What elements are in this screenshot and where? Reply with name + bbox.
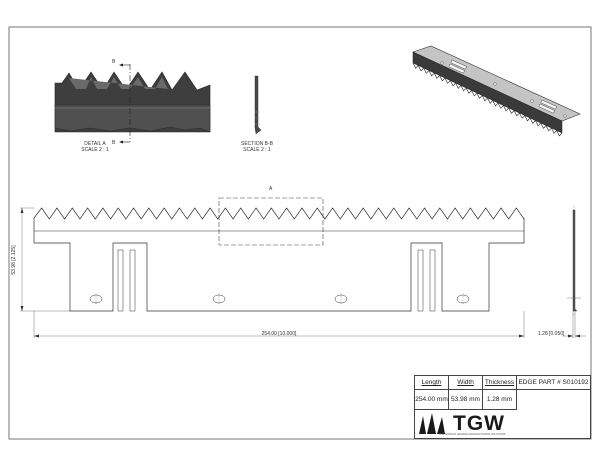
detail-teeth-highlight	[69, 77, 168, 89]
mounting-hole-3	[334, 293, 348, 305]
section-profile	[254, 75, 262, 135]
width-header: Width	[449, 376, 483, 390]
iso-teeth	[412, 62, 563, 137]
height-dimension-label: 53.98 [2.125]	[11, 245, 17, 275]
side-profile	[572, 209, 578, 312]
width-value: 53.98 mm	[449, 390, 483, 410]
detail-ref-label: A	[269, 186, 273, 192]
length-value: 254.00 mm	[415, 390, 449, 410]
thickness-header: Thickness	[483, 376, 517, 390]
section-title: SECTION B-B	[241, 141, 273, 147]
length-dimension-label: 254.00 [10.000]	[261, 331, 297, 337]
section-marker-top: B	[112, 59, 116, 65]
main-teeth-edge	[33, 207, 525, 221]
side-view	[567, 205, 581, 316]
slot-right-2	[429, 249, 436, 312]
detail-scale: SCALE 2 : 1	[81, 147, 109, 153]
part-number-label: EDGE PART # S010192	[517, 376, 590, 390]
detail-a-boundary	[218, 197, 324, 246]
logo-text: TGW	[453, 412, 505, 435]
detail-a-view	[54, 63, 211, 144]
dimension-height	[20, 207, 70, 312]
section-b-b-view	[254, 75, 262, 135]
blade-lower-profile	[33, 218, 525, 312]
section-arrowhead-bottom	[119, 140, 123, 144]
drawing-frame	[8, 26, 592, 440]
section-arrowhead-top	[119, 63, 123, 67]
mounting-hole-4	[456, 293, 470, 305]
iso-slot-right-2	[538, 103, 555, 114]
iso-hole-2	[493, 82, 497, 86]
iso-hole-4	[563, 114, 567, 118]
iso-front-face	[412, 51, 563, 134]
mounting-hole-1	[89, 293, 103, 305]
iso-hole-3	[530, 99, 534, 103]
iso-hole-1	[440, 61, 444, 65]
main-front-view	[33, 197, 525, 312]
title-block: Length Width Thickness 254.00 mm 53.98 m…	[414, 375, 591, 439]
logo-tagline: THE WORLD'S LEADING MANUFACTURING SOLUTI…	[439, 433, 506, 436]
iso-slot-left	[450, 59, 467, 70]
iso-slot-right	[540, 99, 557, 110]
dimension-length	[33, 311, 525, 338]
section-marker-bottom: B	[112, 140, 116, 146]
thickness-value: 1.28 mm	[483, 390, 517, 410]
thickness-dimension-label: 1.28 [0.050]	[538, 331, 565, 337]
section-scale: SCALE 2 : 1	[243, 147, 271, 153]
isometric-view	[412, 45, 581, 137]
detail-title: DETAIL A	[84, 141, 106, 147]
logo-mark-icon	[419, 413, 445, 434]
iso-top-face	[412, 45, 581, 122]
length-header: Length	[415, 376, 449, 390]
slot-left-2	[129, 249, 136, 312]
iso-slot-left-2	[448, 63, 465, 74]
dimension-thickness	[562, 311, 586, 338]
tgw-logo: TGW THE WORLD'S LEADING MANUFACTURING SO…	[415, 410, 590, 438]
mounting-hole-2	[212, 293, 226, 305]
slot-left-1	[117, 249, 124, 312]
slot-right-1	[417, 249, 424, 312]
detail-flat-band	[54, 104, 211, 133]
